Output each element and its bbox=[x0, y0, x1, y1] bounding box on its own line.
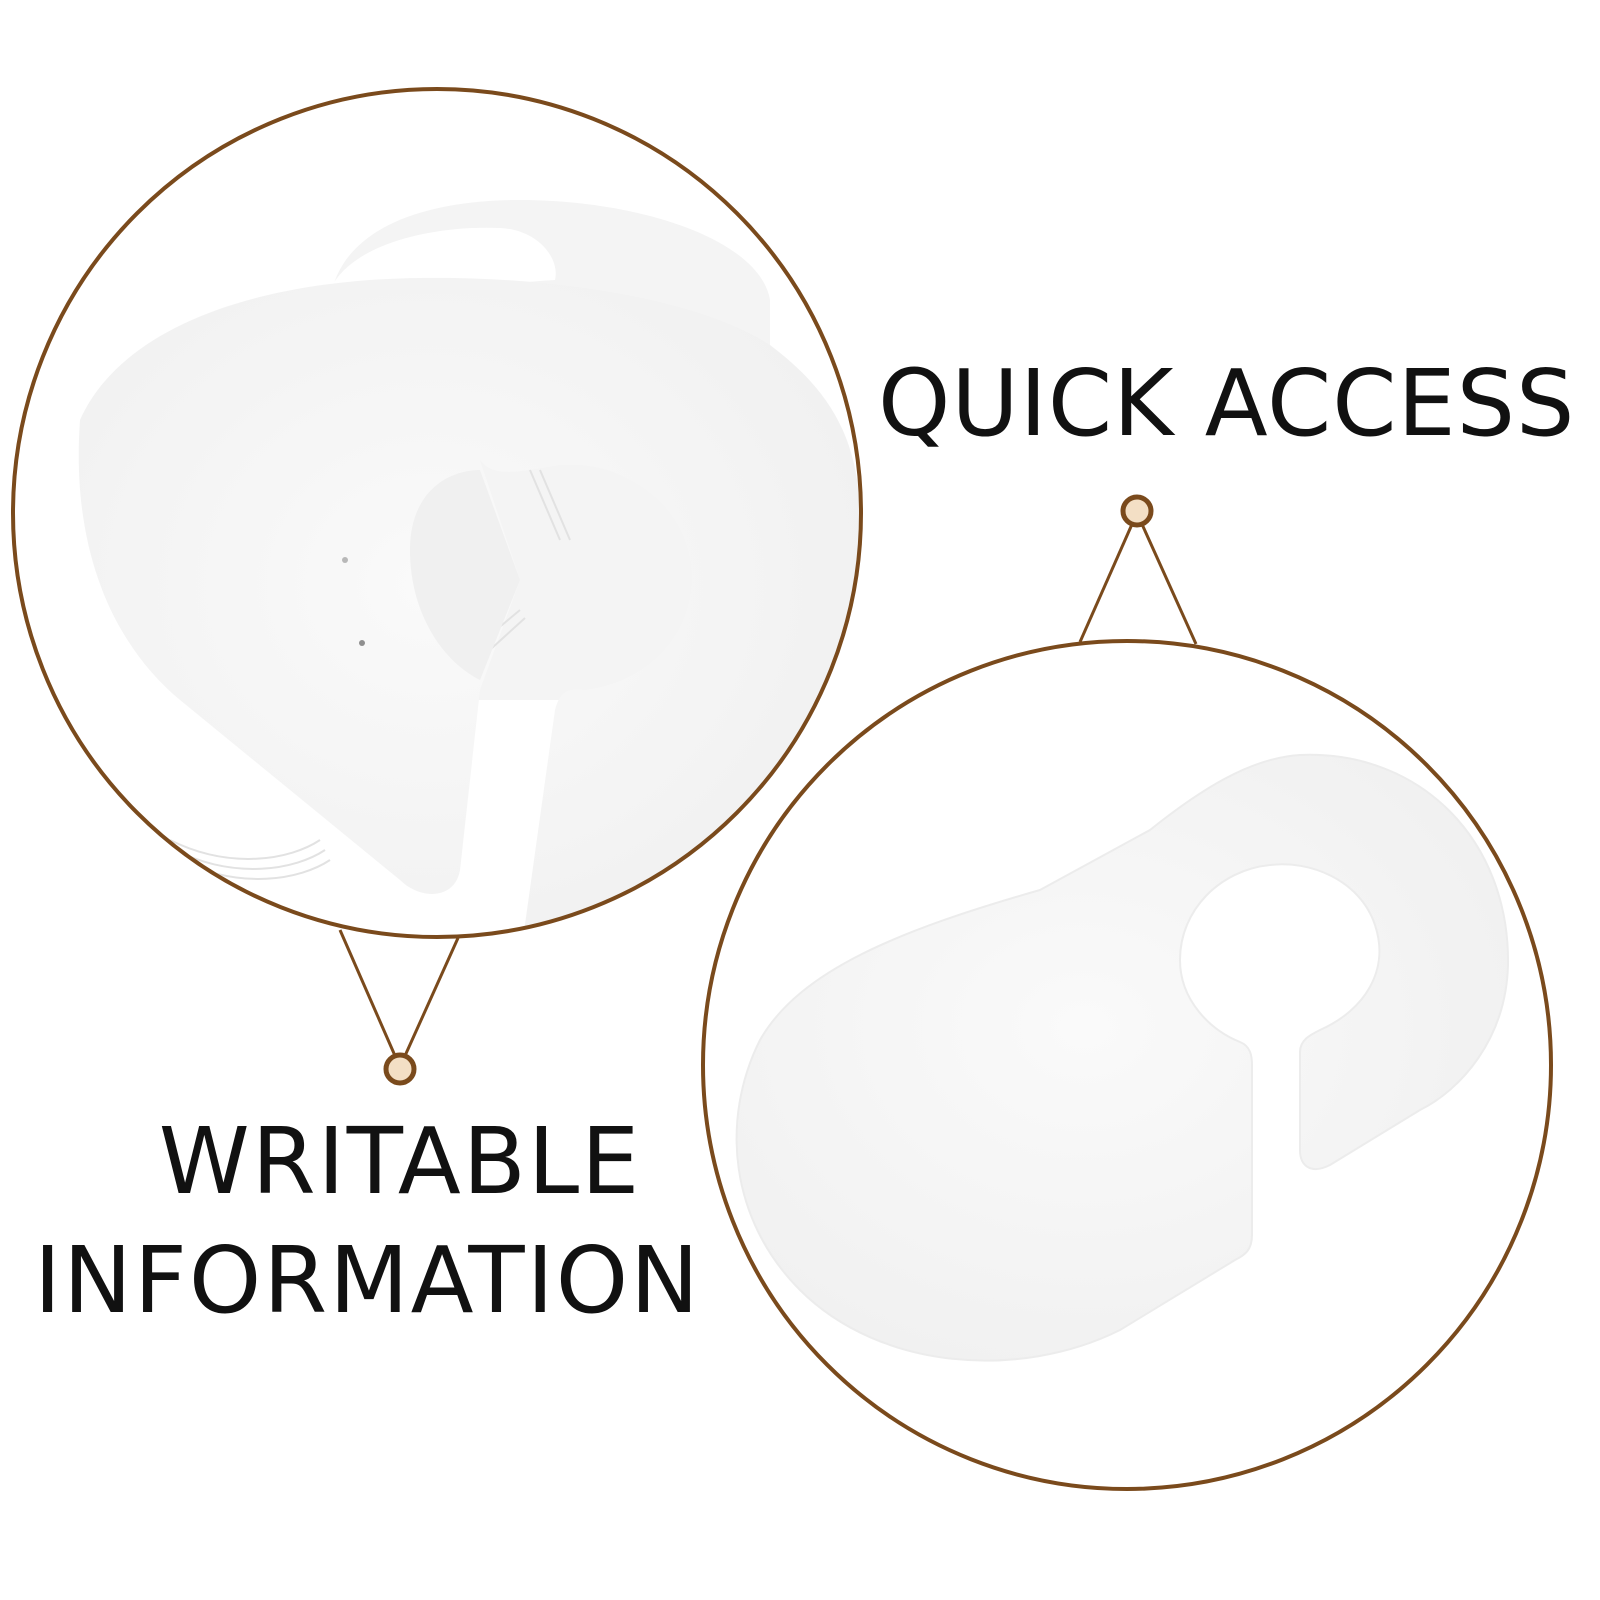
close-up-view bbox=[11, 87, 863, 939]
writable-caption-line1: WRITABLE bbox=[158, 1108, 642, 1215]
quick-access-caption: QUICK ACCESS bbox=[878, 350, 1576, 457]
writable-connector bbox=[338, 929, 460, 1086]
quick-access-connector bbox=[1078, 494, 1198, 645]
single-tag-view bbox=[701, 639, 1553, 1491]
writable-pointer-dot bbox=[383, 1052, 417, 1086]
quick-access-pointer-dot bbox=[1120, 494, 1154, 528]
front-tag-hole bbox=[410, 470, 520, 680]
left-detail-ring bbox=[11, 87, 863, 939]
single-tag-shape bbox=[735, 753, 1510, 1362]
right-detail-ring bbox=[701, 639, 1553, 1491]
writable-caption-line2: INFORMATION bbox=[34, 1227, 701, 1334]
